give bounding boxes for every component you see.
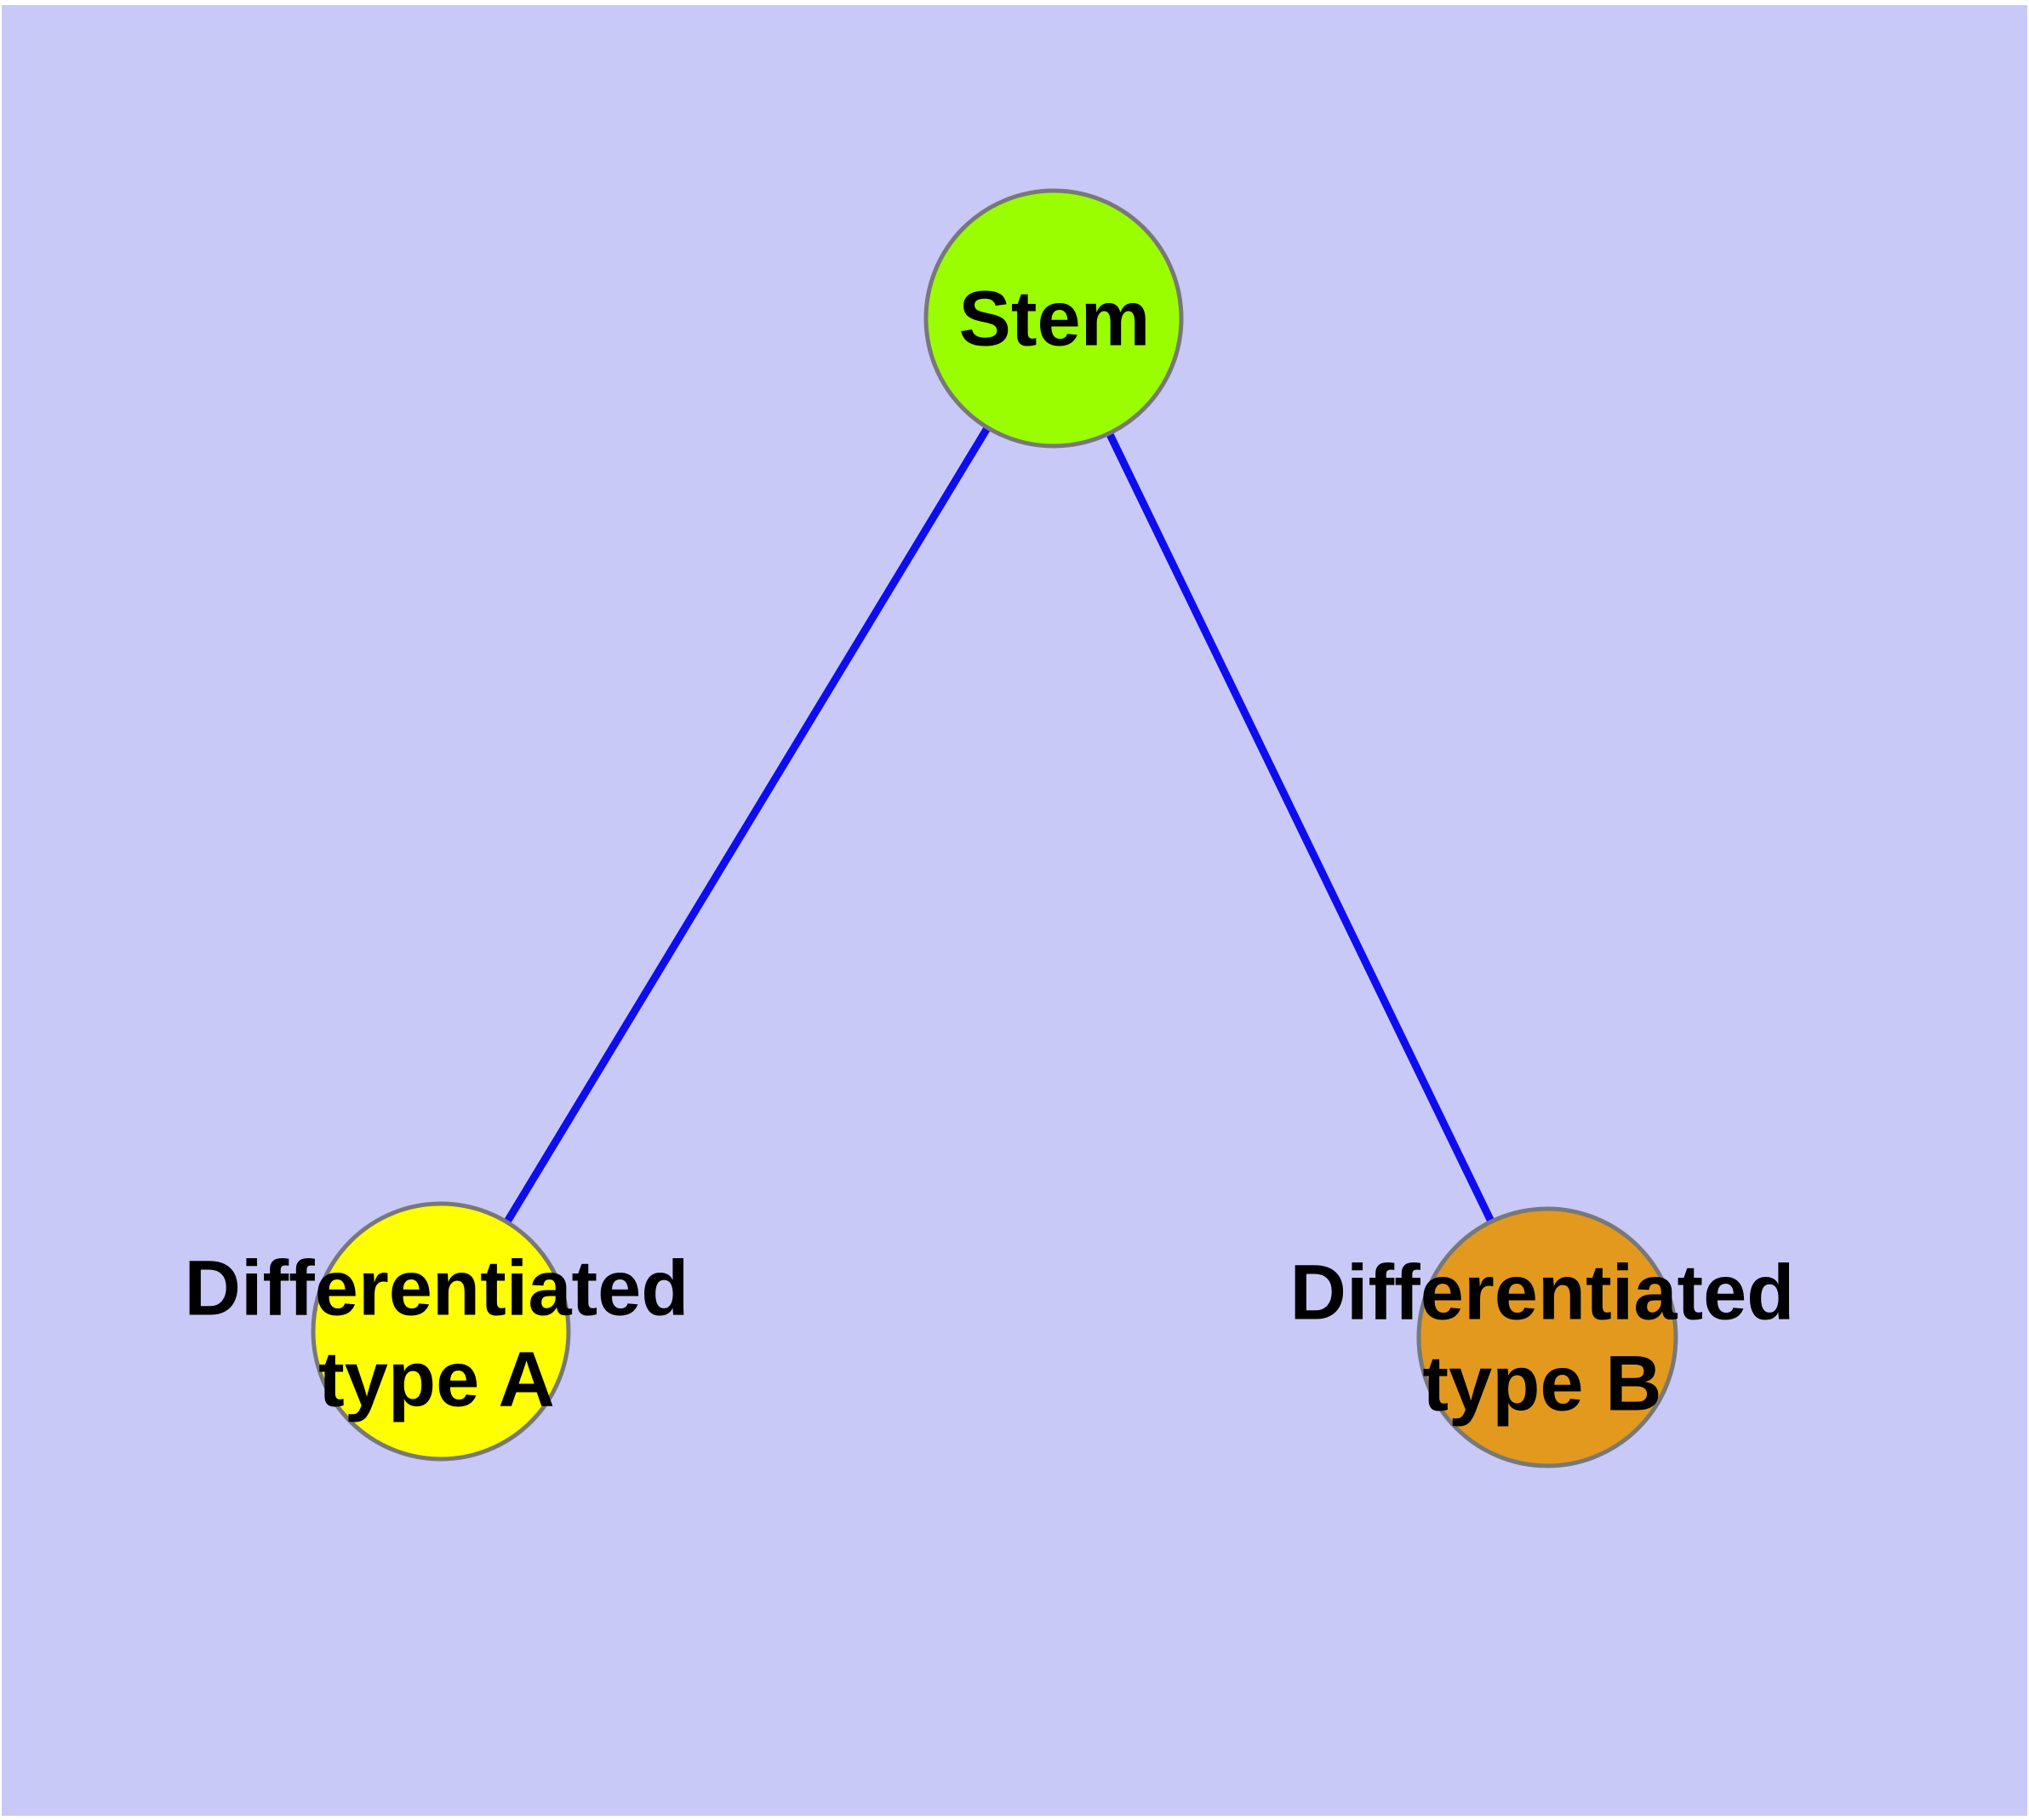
edge-stem-to-typeA bbox=[437, 316, 1057, 1334]
edge-stem-to-typeB bbox=[1049, 317, 1552, 1339]
node-label-differentiated-type-a: Differentiated type A bbox=[184, 1245, 689, 1422]
node-differentiated-type-b bbox=[1416, 1206, 1678, 1468]
node-stem bbox=[923, 188, 1184, 449]
node-differentiated-type-a bbox=[311, 1201, 571, 1462]
node-label-stem: Stem bbox=[958, 275, 1151, 363]
node-label-differentiated-type-b: Differentiated type B bbox=[1289, 1249, 1795, 1427]
